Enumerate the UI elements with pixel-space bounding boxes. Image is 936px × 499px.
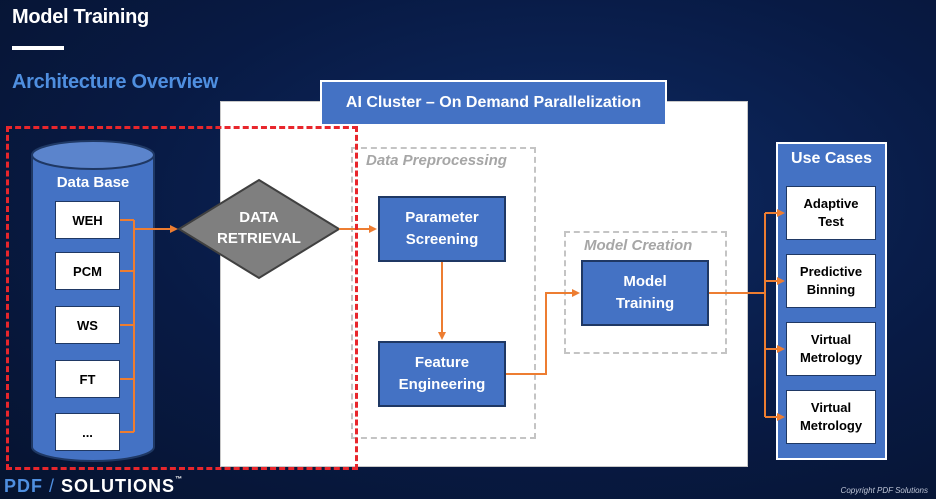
data-retrieval-label: DATA RETRIEVAL: [199, 207, 319, 249]
use-case-line: Binning: [806, 282, 856, 297]
connector-arrows: [120, 209, 785, 433]
use-case-line: Test: [818, 214, 844, 229]
model-training-line1: Model: [623, 273, 667, 290]
database-item-ws: WS: [55, 306, 120, 344]
use-case-line: Adaptive: [803, 196, 859, 211]
data-retrieval-line1: DATA: [239, 209, 279, 226]
logo-slash: /: [49, 476, 56, 496]
model-creation-label: Model Creation: [584, 237, 693, 254]
data-retrieval-line2: RETRIEVAL: [217, 230, 301, 247]
feature-engineering-box: Feature Engineering: [378, 341, 506, 407]
data-preprocessing-group: [351, 147, 536, 439]
ai-cluster-label: AI Cluster – On Demand Parallelization: [320, 80, 667, 126]
use-case-line: Metrology: [799, 418, 863, 433]
use-case-line: Virtual: [810, 332, 852, 347]
model-training-line2: Training: [615, 295, 675, 312]
feature-engineering-line1: Feature: [414, 354, 470, 371]
database-item-pcm: PCM: [55, 252, 120, 290]
data-preprocessing-label: Data Preprocessing: [366, 152, 507, 169]
data-retrieval-diamond: [177, 178, 341, 280]
logo-pdf: PDF: [4, 476, 43, 496]
use-case-line: Metrology: [799, 350, 863, 365]
use-case-line: Virtual: [810, 400, 852, 415]
logo-solutions: SOLUTIONS: [61, 476, 176, 496]
database-item-more: ...: [55, 413, 120, 451]
parameter-screening-line1: Parameter: [405, 209, 479, 226]
model-training-box: Model Training: [581, 260, 709, 326]
database-title: Data Base: [56, 174, 130, 191]
data-retrieval-highlight: [6, 126, 358, 470]
parameter-screening-box: Parameter Screening: [378, 196, 506, 262]
use-case-line: Predictive: [799, 264, 863, 279]
database-item-ft: FT: [55, 360, 120, 398]
use-cases-title: Use Cases: [791, 150, 872, 167]
title-underline: [12, 46, 64, 50]
pdf-solutions-logo: PDF / SOLUTIONS™: [4, 476, 183, 497]
slide-subtitle: Architecture Overview: [12, 71, 219, 93]
parameter-screening-line2: Screening: [405, 231, 479, 248]
logo-trademark: ™: [175, 476, 184, 483]
feature-engineering-line2: Engineering: [398, 376, 486, 393]
slide-title: Model Training: [12, 6, 149, 28]
database-item-weh: WEH: [55, 201, 120, 239]
copyright-notice: Copyright PDF Solutions: [840, 486, 928, 495]
